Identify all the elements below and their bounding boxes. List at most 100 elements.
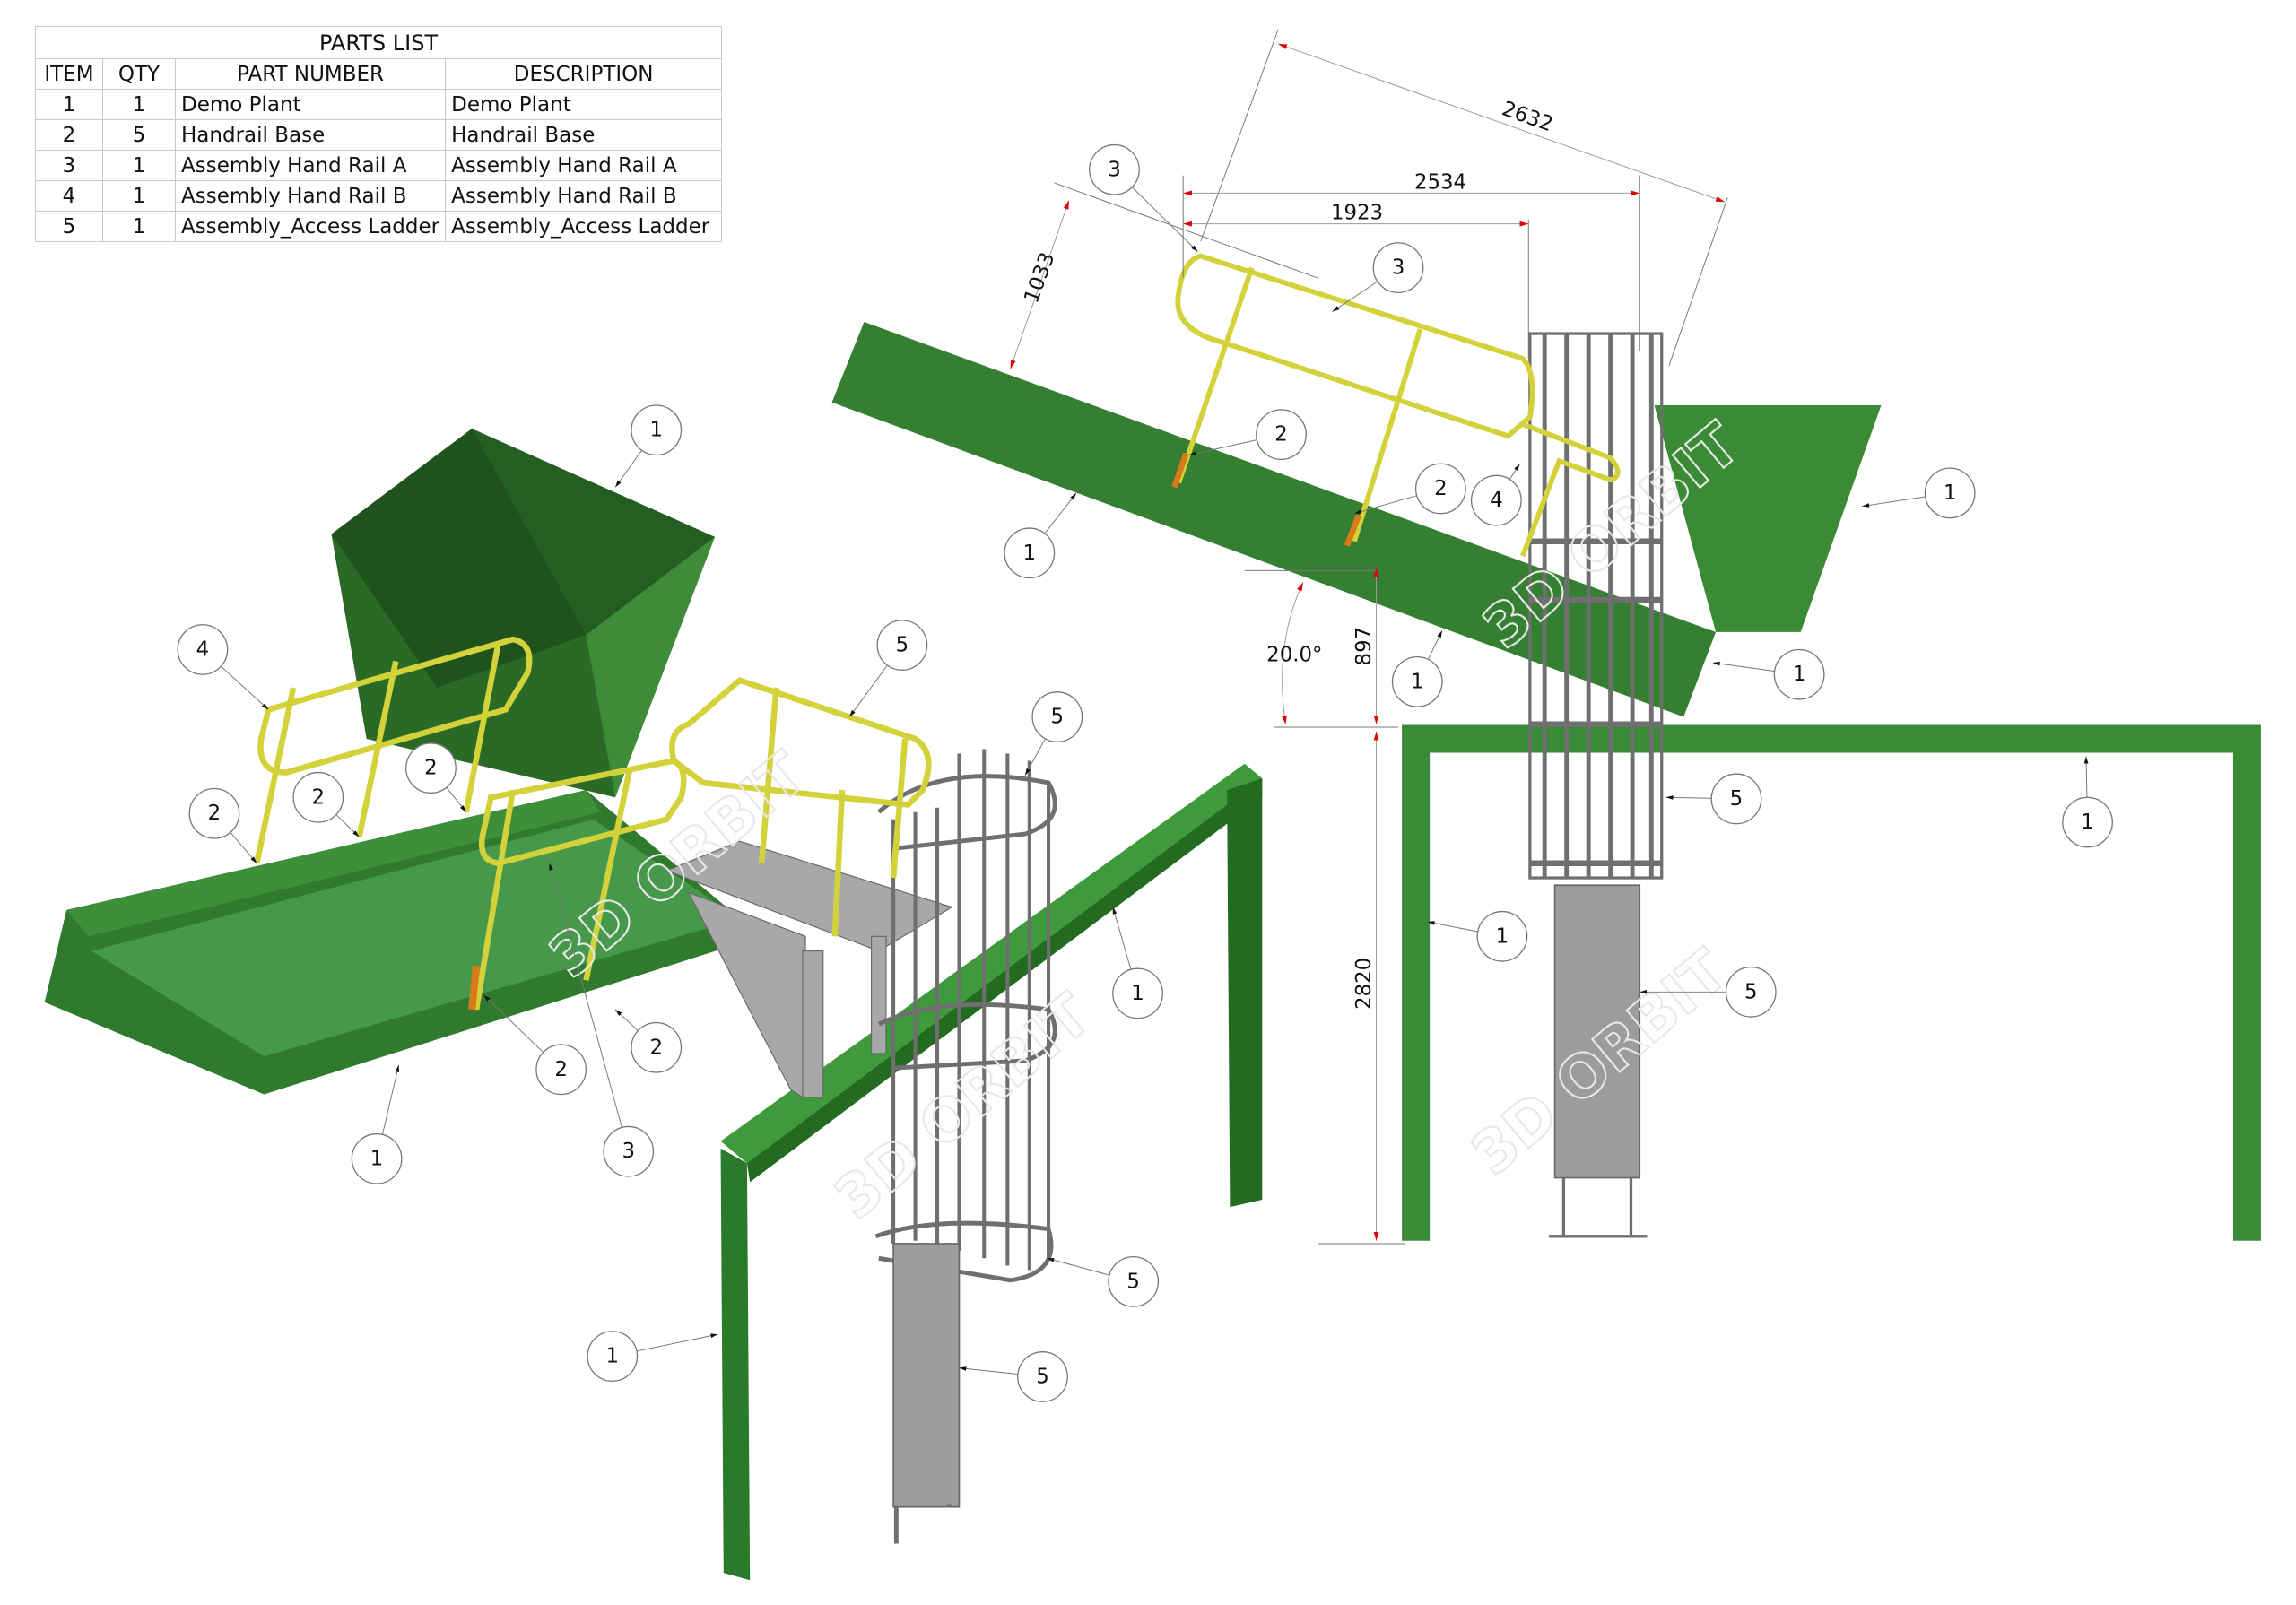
balloon-number: 2 [554, 1058, 568, 1081]
balloon-circle [631, 1021, 683, 1073]
cell-description: Assembly Hand Rail A [445, 150, 723, 181]
cell-part-number: Handrail Base [174, 119, 447, 151]
balloon-number: 2 [208, 802, 222, 825]
balloon-number: 1 [1944, 482, 1957, 505]
cell-item: 4 [35, 180, 103, 212]
balloon-number: 5 [1730, 787, 1744, 811]
balloon-number: 1 [1793, 663, 1806, 686]
cell-item: 2 [35, 119, 103, 151]
balloon-leader [1665, 795, 1712, 800]
balloon-leader [1427, 921, 1478, 933]
balloon-leader [446, 787, 466, 812]
handrail-base [1171, 452, 1362, 547]
side-view [831, 253, 2261, 1241]
balloon-number: 1 [1023, 542, 1037, 565]
item-balloon: 2 [483, 994, 587, 1096]
parts-list-header: ITEM QTY PART NUMBER DESCRIPTION [35, 58, 723, 90]
balloon-number: 1 [1496, 924, 1509, 948]
balloon-circle [1089, 143, 1140, 195]
header-part-number: PART NUMBER [174, 58, 447, 90]
dimensions: 2632 2534 1923 1033 897 20.0° 2820 [1010, 29, 1728, 1245]
balloon-number: 1 [370, 1147, 384, 1170]
item-balloon: 1 [1427, 910, 1528, 962]
item-balloon: 5 [959, 1351, 1068, 1402]
balloon-circle [1256, 409, 1307, 461]
cell-item: 5 [35, 211, 103, 242]
balloon-leader [483, 994, 544, 1053]
cell-qty: 1 [102, 211, 176, 242]
balloon-leader [549, 863, 622, 1128]
cell-qty: 1 [102, 180, 176, 212]
dimension-1923: 1923 [1331, 202, 1383, 225]
item-balloon: 2 [614, 1009, 683, 1073]
balloon-number: 1 [649, 419, 663, 442]
balloon-circle [188, 787, 240, 839]
handrail-base [468, 965, 481, 1011]
cell-description: Handrail Base [445, 119, 723, 151]
item-balloon: 1 [351, 1064, 403, 1184]
balloon-number: 1 [1131, 982, 1144, 1005]
balloon-number: 5 [1051, 706, 1065, 729]
dimension-897: 897 [1352, 627, 1376, 666]
parts-list-table: PARTS LIST ITEM QTY PART NUMBER DESCRIPT… [34, 26, 723, 242]
balloon-number: 5 [896, 634, 909, 657]
balloon-leader [1188, 439, 1257, 456]
frame-beam [720, 763, 1263, 1581]
balloon-leader [1427, 630, 1443, 660]
side-ladder-cage [1528, 332, 1664, 1238]
balloon-circle [876, 620, 928, 671]
header-qty: QTY [102, 58, 176, 90]
balloon-circle [405, 742, 457, 794]
item-balloon: 1 [1712, 648, 1825, 700]
item-balloon: 5 [1047, 1255, 1160, 1307]
isometric-view [44, 429, 1263, 1581]
cell-qty: 1 [102, 89, 176, 120]
cell-description: Assembly_Access Ladder [445, 211, 723, 242]
item-balloon: 5 [848, 620, 928, 717]
handrails-side [1175, 253, 1621, 558]
balloon-number: 5 [1744, 980, 1758, 1003]
balloon-leader [1353, 495, 1417, 515]
balloon-number: 3 [1392, 256, 1405, 280]
balloon-circle [177, 624, 229, 675]
balloon-circle [1112, 967, 1163, 1019]
balloon-circle [1372, 242, 1424, 293]
item-balloon: 5 [1665, 773, 1762, 825]
balloon-number: 1 [1411, 670, 1424, 693]
item-balloon: 3 [1332, 242, 1424, 312]
balloon-leader [614, 449, 642, 488]
item-balloon: 2 [188, 787, 257, 864]
balloon-circle [1470, 474, 1522, 526]
balloon-circle [603, 1125, 655, 1177]
right-hopper [1654, 404, 1882, 632]
balloon-number: 3 [622, 1140, 635, 1163]
item-balloon: 2 [1188, 409, 1307, 461]
parts-list-title: PARTS LIST [34, 26, 723, 59]
balloon-leader [381, 1064, 400, 1135]
ladder-cage [874, 749, 1057, 1544]
cell-qty: 5 [102, 119, 176, 151]
header-item: ITEM [35, 58, 103, 90]
balloon-circle [1725, 966, 1777, 1018]
balloon-number: 4 [196, 638, 210, 661]
header-description: DESCRIPTION [445, 58, 723, 90]
cell-part-number: Demo Plant [174, 89, 447, 120]
balloon-circle [1391, 655, 1443, 707]
balloon-circle [351, 1132, 403, 1184]
balloon-circle [631, 404, 683, 456]
item-balloon: 4 [1470, 463, 1522, 526]
cell-part-number: Assembly_Access Ladder [174, 211, 447, 242]
balloon-number: 2 [424, 757, 438, 780]
balloon-circle [1004, 527, 1056, 579]
balloon-leader [1712, 661, 1775, 672]
balloon-number: 1 [606, 1345, 620, 1368]
item-balloon: 1 [1391, 630, 1443, 707]
balloon-leader [230, 832, 257, 864]
sloped-chute [831, 321, 1717, 717]
balloon-circle [1031, 691, 1083, 742]
item-balloon: 1 [1862, 467, 1976, 519]
item-balloon: 1 [1112, 907, 1163, 1019]
